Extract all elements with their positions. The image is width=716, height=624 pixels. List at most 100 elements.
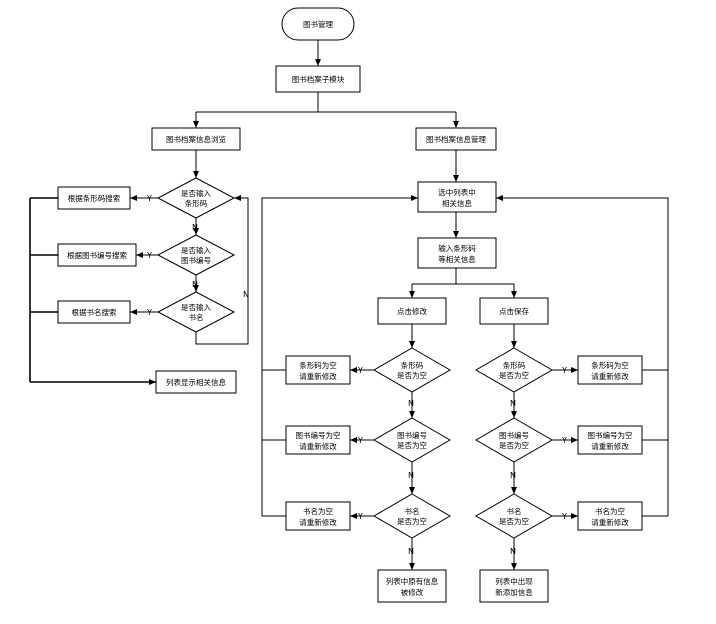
node-module: 图书档案子模块 xyxy=(275,65,361,93)
node-err-save-bookno: 图书编号为空 请重新修改 xyxy=(577,425,643,455)
decision-modify-title-line2: 是否为空 xyxy=(397,516,427,526)
node-result-save: 列表中出现 新添加信息 xyxy=(479,569,549,603)
label-y-dm3: Y xyxy=(357,512,363,521)
decision-save-barcode-line2: 是否为空 xyxy=(499,370,529,380)
node-search-barcode-label: 根据条形码搜索 xyxy=(68,193,121,203)
node-select-list-line1: 选中列表中 xyxy=(438,187,476,197)
node-search-bookno-label: 根据图书编号搜索 xyxy=(67,250,127,260)
decision-bookno-input-line1: 是否输入 xyxy=(181,245,211,255)
label-y-dm1: Y xyxy=(357,366,363,375)
node-err-save-title: 书名为空 请重新修改 xyxy=(577,501,643,531)
label-n-d1: N xyxy=(192,223,198,232)
node-manage: 图书档案信息管理 xyxy=(415,127,497,151)
result-save-line1: 列表中出现 xyxy=(495,576,533,586)
err-save-title-line2: 请重新修改 xyxy=(591,517,629,527)
decision-modify-title-empty: 书名 是否为空 xyxy=(373,493,451,539)
decision-modify-bookno-line1: 图书编号 xyxy=(397,430,427,440)
result-modify-line1: 列表中原有信息 xyxy=(386,576,439,586)
decision-modify-barcode-line2: 是否为空 xyxy=(397,370,427,380)
node-browse: 图书档案信息浏览 xyxy=(151,127,241,151)
decision-save-title-line2: 是否为空 xyxy=(499,516,529,526)
nodes: 图书管理 图书档案子模块 图书档案信息浏览 图书档案信息管理 是否输入 条形码 … xyxy=(57,7,643,603)
label-n-d2: N xyxy=(192,280,198,289)
decision-bookno-input: 是否输入 图书编号 xyxy=(156,234,236,276)
label-y-d1: Y xyxy=(146,194,152,203)
node-result-modify: 列表中原有信息 被修改 xyxy=(377,569,447,603)
err-save-barcode-line1: 条形码为空 xyxy=(591,360,629,370)
err-modify-title-line2: 请重新修改 xyxy=(299,517,337,527)
label-n-dm2: N xyxy=(408,471,414,480)
err-modify-bookno-line1: 图书编号为空 xyxy=(296,430,341,440)
label-y-d2: Y xyxy=(146,251,152,260)
decision-modify-barcode-line1: 条形码 xyxy=(401,360,424,370)
node-input-info-line2: 等相关信息 xyxy=(438,254,476,264)
decision-modify-bookno-line2: 是否为空 xyxy=(397,440,427,450)
edges xyxy=(29,40,669,570)
node-module-label: 图书档案子模块 xyxy=(292,74,345,84)
decision-save-title-empty: 书名 是否为空 xyxy=(475,493,553,539)
decision-barcode-input-line2: 条形码 xyxy=(185,198,208,208)
decision-barcode-input: 是否输入 条形码 xyxy=(156,177,236,219)
node-input-info: 输入条形码 等相关信息 xyxy=(417,237,497,269)
result-save-line2: 新添加信息 xyxy=(495,587,533,597)
decision-save-bookno-line1: 图书编号 xyxy=(499,430,529,440)
node-search-title-label: 根据书名搜索 xyxy=(72,307,117,317)
node-select-list-line2: 相关信息 xyxy=(442,198,472,208)
err-save-barcode-line2: 请重新修改 xyxy=(591,371,629,381)
err-save-bookno-line2: 请重新修改 xyxy=(591,441,629,451)
decision-modify-bookno-empty: 图书编号 是否为空 xyxy=(373,417,451,463)
label-y-dm2: Y xyxy=(357,436,363,445)
decision-title-input-line2: 书名 xyxy=(189,312,204,322)
node-search-bookno: 根据图书编号搜索 xyxy=(57,243,137,267)
decision-title-input-line1: 是否输入 xyxy=(181,302,211,312)
node-click-save-label: 点击保存 xyxy=(499,306,529,316)
decision-save-barcode-empty: 条形码 是否为空 xyxy=(475,347,553,393)
node-click-modify: 点击修改 xyxy=(377,297,447,325)
node-select-list: 选中列表中 相关信息 xyxy=(417,181,497,213)
err-modify-barcode-line2: 请重新修改 xyxy=(299,371,337,381)
node-list-show: 列表显示相关信息 xyxy=(155,370,237,394)
node-err-modify-bookno: 图书编号为空 请重新修改 xyxy=(285,425,351,455)
node-start: 图书管理 xyxy=(281,7,355,41)
decision-save-title-line1: 书名 xyxy=(507,506,522,516)
node-manage-label: 图书档案信息管理 xyxy=(426,134,486,144)
label-y-ds3: Y xyxy=(561,512,567,521)
node-err-modify-title: 书名为空 请重新修改 xyxy=(285,501,351,531)
edge-left-return xyxy=(261,195,418,516)
err-save-bookno-line1: 图书编号为空 xyxy=(588,430,633,440)
decision-save-bookno-line2: 是否为空 xyxy=(499,440,529,450)
decision-title-input: 是否输入 书名 xyxy=(156,291,236,333)
label-n-dm1: N xyxy=(408,399,414,408)
decision-modify-title-line1: 书名 xyxy=(405,506,420,516)
label-n-ds1: N xyxy=(510,399,516,408)
label-y-d3: Y xyxy=(146,308,152,317)
result-modify-line2: 被修改 xyxy=(401,587,424,597)
node-list-show-label: 列表显示相关信息 xyxy=(166,377,226,387)
node-err-modify-barcode: 条形码为空 请重新修改 xyxy=(285,355,351,385)
err-save-title-line1: 书名为空 xyxy=(595,506,625,516)
err-modify-bookno-line2: 请重新修改 xyxy=(299,441,337,451)
label-y-ds2: Y xyxy=(561,436,567,445)
decision-save-bookno-empty: 图书编号 是否为空 xyxy=(475,417,553,463)
label-n-ds3: N xyxy=(510,547,516,556)
decision-save-barcode-line1: 条形码 xyxy=(503,360,526,370)
node-search-barcode: 根据条形码搜索 xyxy=(57,186,131,210)
edge-right-return xyxy=(496,195,669,516)
label-n-dm3: N xyxy=(408,547,414,556)
node-browse-label: 图书档案信息浏览 xyxy=(166,134,226,144)
label-y-ds1: Y xyxy=(561,366,567,375)
node-start-label: 图书管理 xyxy=(303,19,333,29)
decision-modify-barcode-empty: 条形码 是否为空 xyxy=(373,347,451,393)
err-modify-title-line1: 书名为空 xyxy=(303,506,333,516)
edge-labels: Y Y Y N N N Y Y Y N N N Y Y Y N N N xyxy=(146,194,567,556)
node-input-info-line1: 输入条形码 xyxy=(438,243,476,253)
node-err-save-barcode: 条形码为空 请重新修改 xyxy=(577,355,643,385)
decision-bookno-input-line2: 图书编号 xyxy=(181,255,211,265)
err-modify-barcode-line1: 条形码为空 xyxy=(299,360,337,370)
node-click-modify-label: 点击修改 xyxy=(397,306,427,316)
label-n-loop: N xyxy=(243,290,249,299)
decision-barcode-input-line1: 是否输入 xyxy=(181,188,211,198)
edge-d3-loop xyxy=(195,195,249,345)
